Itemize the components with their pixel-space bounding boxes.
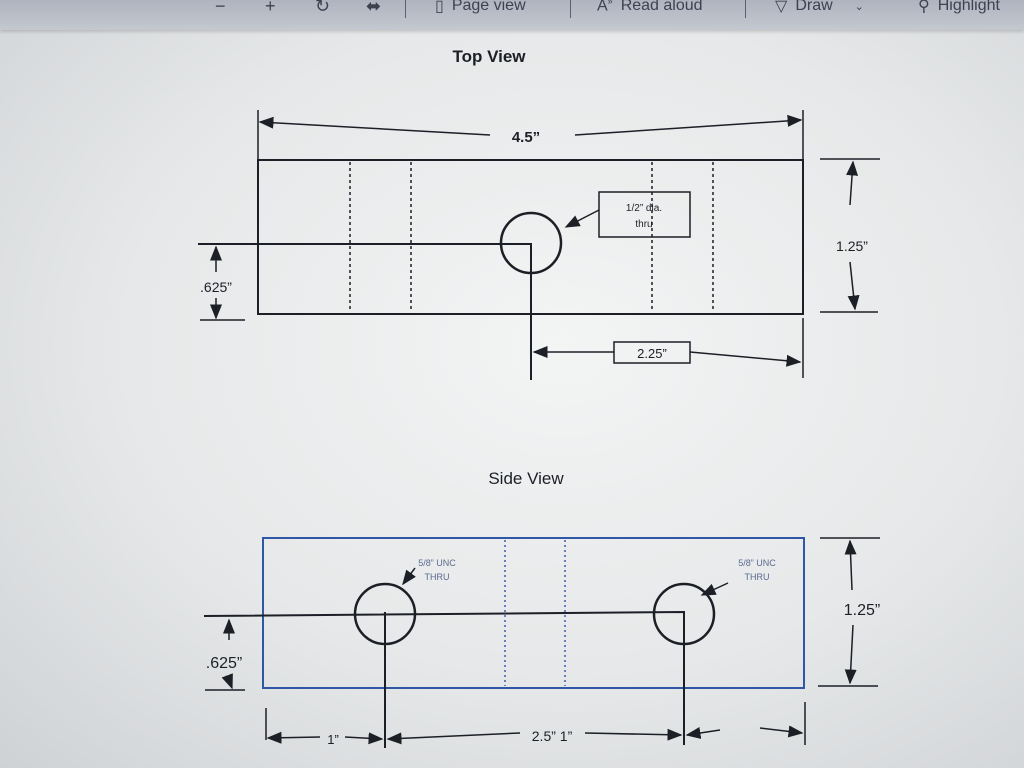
center-lines — [198, 243, 532, 380]
page-view-label: Page view — [451, 0, 526, 14]
read-aloud-label: Read aloud — [620, 0, 703, 14]
draw-label: Draw — [795, 0, 833, 14]
zoom-in-icon[interactable]: + — [265, 0, 276, 16]
hole-position-dimension: 2.25” — [637, 346, 667, 361]
left-dimension: 1” — [327, 732, 339, 747]
divider — [405, 0, 406, 18]
length-dimension: 4.5” — [512, 129, 540, 146]
hole-note: 1/2” dia. — [626, 203, 662, 214]
page-view-icon: ▯ — [435, 0, 444, 15]
highlight-label: Highlight — [937, 0, 1000, 14]
side-view: Side View 5/8” UNC THRU 5/8” UNC THRU 1.… — [203, 469, 880, 748]
right-hole-note: 5/8” UNC — [738, 558, 776, 568]
left-hole-note: THRU — [425, 572, 450, 582]
draw-button[interactable]: ▽ Draw ⌄ — [775, 0, 864, 16]
height-dimension: 1.25” — [836, 238, 868, 254]
read-aloud-button[interactable]: A» Read aloud — [597, 0, 703, 15]
hole-note: thru — [635, 219, 652, 230]
top-view-title: Top View — [452, 47, 526, 66]
divider — [570, 0, 571, 18]
chevron-down-icon[interactable]: ⌄ — [854, 0, 864, 13]
highlight-icon: ⚲ — [918, 0, 930, 15]
side-view-outline — [262, 537, 805, 689]
divider — [745, 0, 746, 18]
fit-width-icon[interactable]: ⬌ — [366, 0, 382, 16]
highlight-button[interactable]: ⚲ Highlight — [918, 0, 1000, 16]
zoom-out-icon[interactable]: − — [215, 0, 226, 16]
center-lines — [203, 610, 685, 745]
hole-note-box — [598, 191, 691, 238]
page-view-button[interactable]: ▯ Page view — [435, 0, 526, 16]
position-box — [613, 341, 691, 364]
left-hole-note: 5/8” UNC — [418, 558, 456, 568]
middle-dimension: 2.5” 1” — [532, 728, 573, 744]
draw-icon: ▽ — [775, 0, 788, 15]
rotate-icon[interactable]: ↻ — [315, 0, 331, 16]
right-hole-note: THRU — [745, 572, 770, 582]
top-view: Top View 4.5” 1.25” .625” 1/2” dia. thru… — [198, 47, 880, 380]
side-view-title: Side View — [488, 469, 564, 488]
offset-dimension: .625” — [206, 655, 242, 672]
read-aloud-icon: A» — [597, 0, 613, 15]
height-dimension: 1.25” — [844, 602, 880, 619]
offset-dimension: .625” — [200, 279, 232, 295]
pdf-toolbar: − + ↻ ⬌ ▯ Page view A» Read aloud ▽ Draw… — [0, 0, 1024, 30]
